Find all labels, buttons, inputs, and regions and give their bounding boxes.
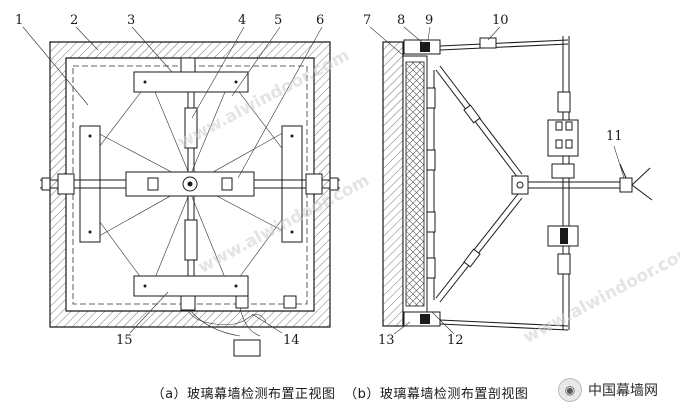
wall-section <box>382 41 404 327</box>
label-5: 5 <box>274 13 282 28</box>
brand-name: 中国幕墙网 <box>588 383 658 399</box>
figure-caption: （a）玻璃幕墙检测布置正视图 （b）玻璃幕墙检测布置剖视图 <box>0 383 680 402</box>
label-3: 3 <box>127 13 135 28</box>
label-11: 11 <box>606 129 623 144</box>
label-14: 14 <box>283 333 300 348</box>
label-1: 1 <box>15 13 23 28</box>
glass-section <box>405 61 425 307</box>
label-12: 12 <box>447 333 464 348</box>
caption-b: （b）玻璃幕墙检测布置剖视图 <box>344 387 529 402</box>
section-view: 7 8 9 10 11 12 13 <box>363 13 653 348</box>
top-clamp <box>403 37 569 55</box>
leader-lines-a <box>22 26 323 334</box>
label-10: 10 <box>492 13 509 28</box>
top-load-bar <box>133 57 249 93</box>
bottom-load-bar <box>133 275 297 311</box>
leader-lines-b <box>369 26 625 335</box>
label-2: 2 <box>70 13 78 28</box>
data-logger <box>187 307 267 357</box>
brand-mark: ◉ 中国幕墙网 <box>558 378 658 402</box>
label-9: 9 <box>425 13 433 28</box>
horizontal-rod <box>40 171 340 197</box>
wechat-icon: ◉ <box>558 378 582 402</box>
label-15: 15 <box>116 333 133 348</box>
front-view: 1 2 3 4 5 6 15 14 <box>15 13 340 357</box>
label-13: 13 <box>378 333 395 348</box>
left-load-bar <box>79 125 101 243</box>
label-7: 7 <box>363 13 371 28</box>
bottom-clamp <box>403 311 569 331</box>
label-4: 4 <box>238 13 246 28</box>
wall-frame <box>49 41 331 328</box>
right-load-bar <box>281 125 303 243</box>
label-6: 6 <box>316 13 324 28</box>
label-8: 8 <box>397 13 405 28</box>
caption-a: （a）玻璃幕墙检测布置正视图 <box>151 387 336 402</box>
load-frame <box>435 65 628 303</box>
support-column <box>547 36 579 330</box>
jack-handle <box>619 163 653 201</box>
